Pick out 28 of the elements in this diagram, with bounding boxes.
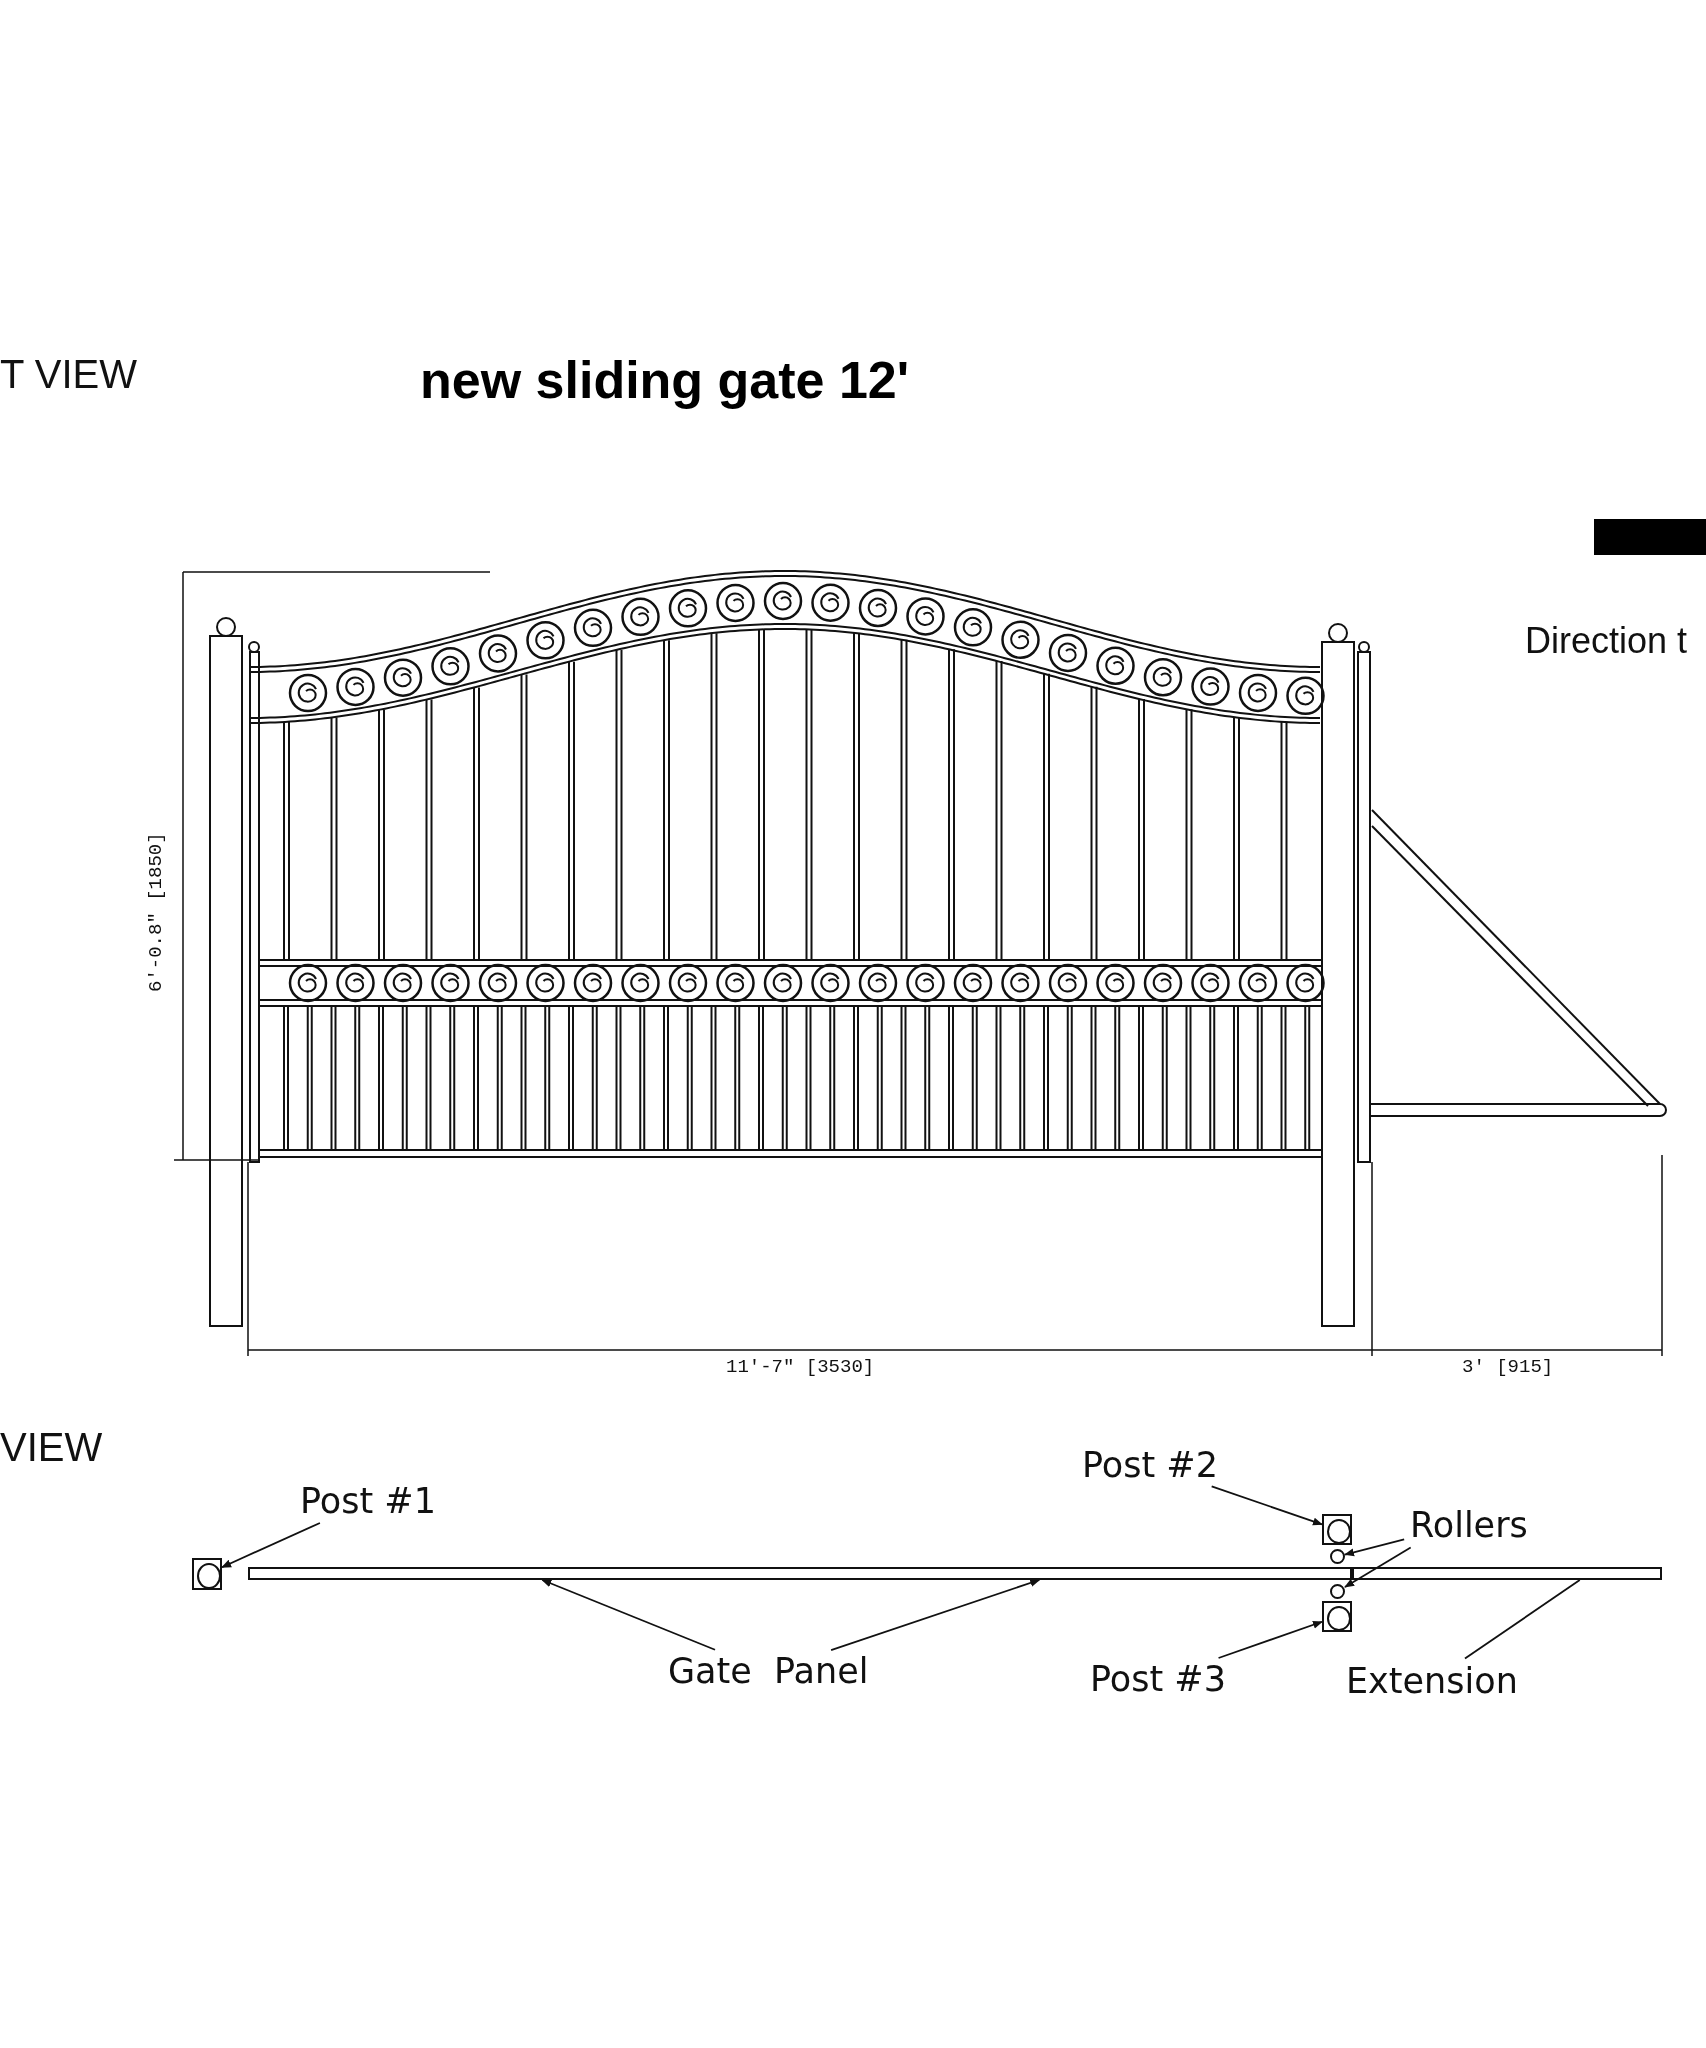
roller-symbol	[1330, 1549, 1345, 1564]
part-label: Post #3	[1090, 1660, 1226, 1699]
part-label: Gate Panel	[668, 1652, 869, 1691]
post-symbol	[1322, 1514, 1352, 1545]
post-symbol	[192, 1558, 222, 1590]
dimension-label: 6'-0.8" [1850]	[145, 832, 167, 992]
view-heading: VIEW	[0, 1425, 103, 1470]
leader-line	[1344, 1546, 1412, 1588]
post-symbol	[1322, 1601, 1352, 1632]
leader-line	[221, 1522, 321, 1569]
leader-line	[541, 1579, 716, 1651]
view-heading: T VIEW	[0, 352, 138, 397]
roller-symbol	[1330, 1584, 1345, 1599]
leader-line	[1210, 1485, 1323, 1526]
part-label: Extension	[1346, 1662, 1518, 1701]
title: new sliding gate 12'	[420, 350, 910, 410]
leader-line	[830, 1579, 1041, 1651]
extension-bar	[1352, 1567, 1662, 1580]
part-label: Rollers	[1410, 1506, 1528, 1545]
part-label: Post #1	[300, 1482, 436, 1521]
dimension-label: 3' [915]	[1462, 1356, 1554, 1378]
leader-line	[1464, 1579, 1581, 1660]
direction-label: Direction t	[1525, 620, 1688, 662]
dimension-label: 11'-7" [3530]	[726, 1356, 875, 1378]
leader-line	[1344, 1538, 1406, 1557]
leader-line	[1217, 1620, 1323, 1659]
gate-panel-bar	[248, 1567, 1352, 1580]
part-label: Post #2	[1082, 1446, 1218, 1485]
